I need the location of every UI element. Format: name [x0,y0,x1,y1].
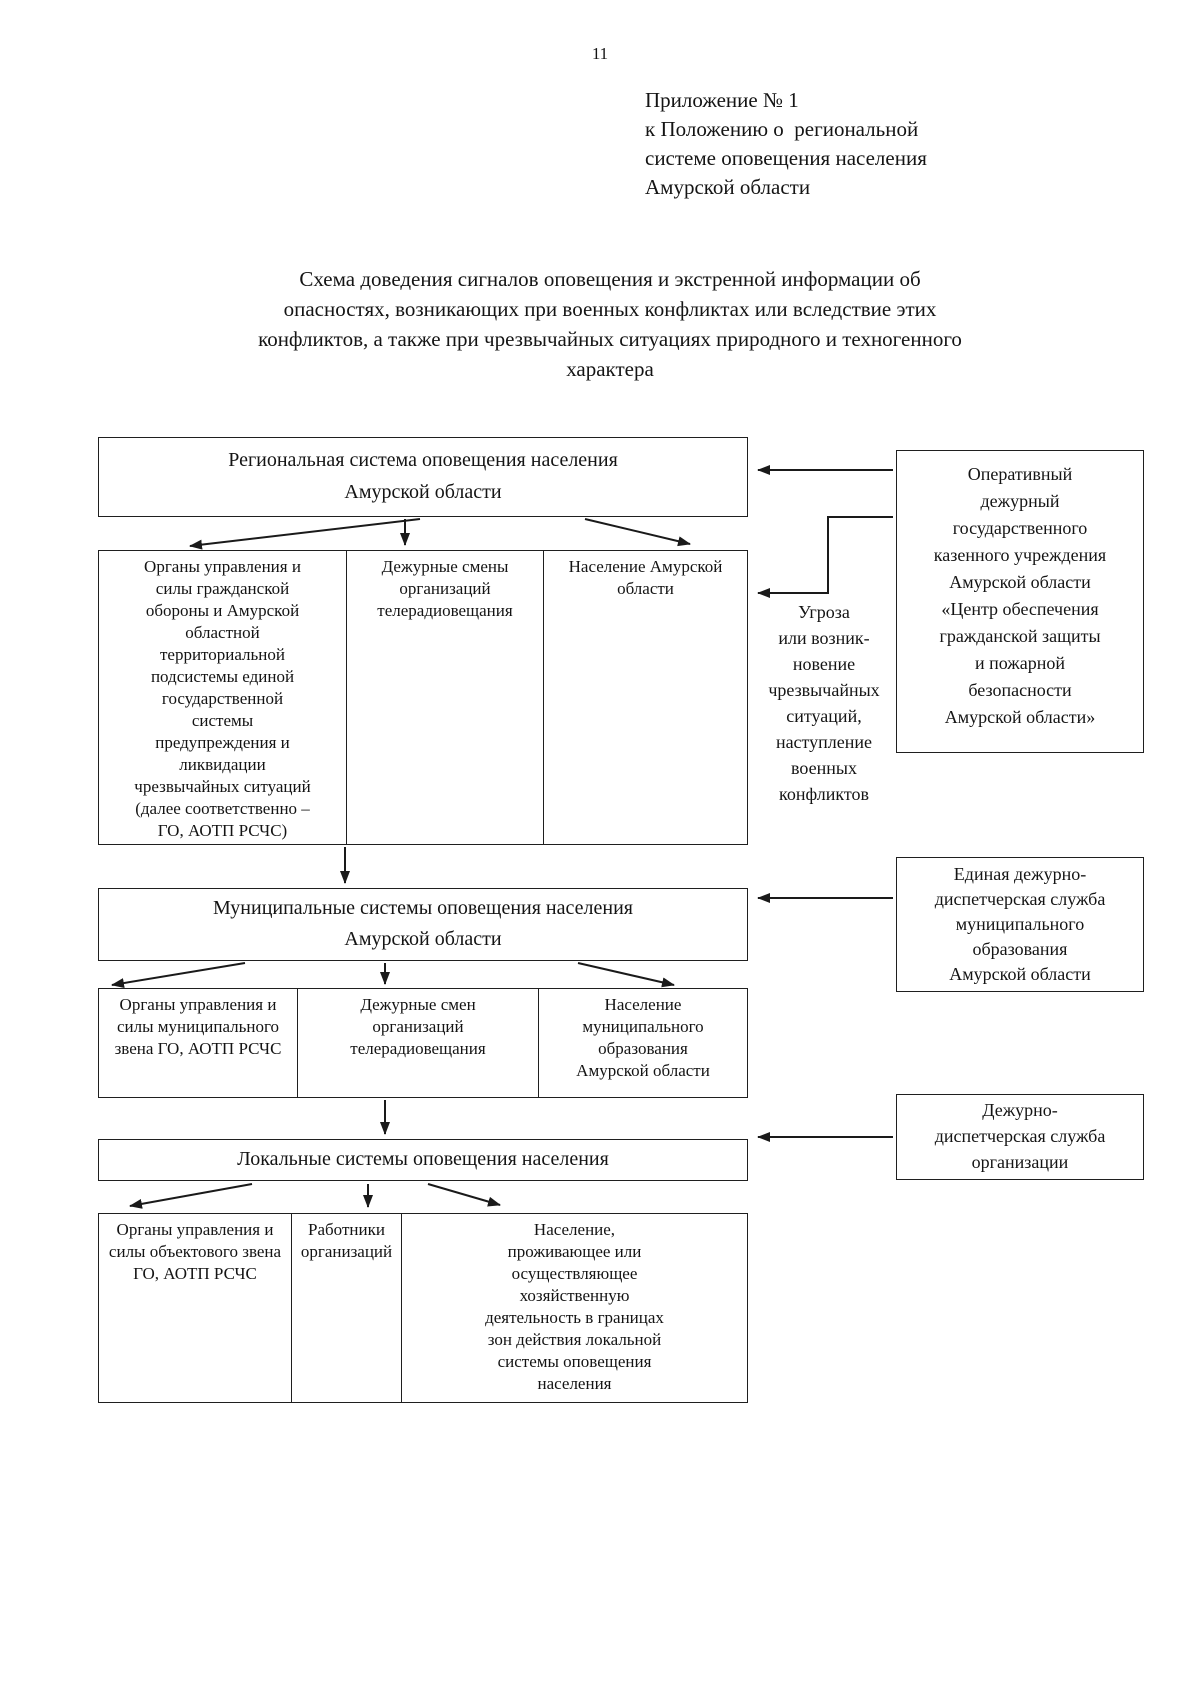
arrow-dutyofficer-to-population [757,516,893,598]
threat-note: Угроза или возник- новение чрезвычайных … [768,602,880,804]
arrow-municipal-to-go-forces [111,962,246,988]
local-cell-go-forces: Органы управления и силы объектового зве… [108,1220,282,1283]
municipal-cell-go-forces: Органы управления и силы муниципального … [114,995,282,1058]
regional-cell-population: Население Амурской области [543,551,747,844]
arrow-regional-to-go-forces [189,518,421,550]
local-cell-workers: Работники организаций [291,1214,401,1402]
page-number: 11 [591,44,609,63]
dds-organization-box: Дежурно- диспетчерская служба организаци… [896,1094,1144,1180]
municipal-cell-broadcast: Дежурные смен организаций телерадиовещан… [297,989,538,1097]
scheme-title: Схема доведения сигналов оповещения и эк… [258,267,962,381]
arrow-local-to-population [427,1183,501,1207]
municipal-cell-population: Население муниципального образования Аму… [538,989,747,1097]
regional-cell-broadcast: Дежурные смены организаций телерадиовеща… [346,551,543,844]
local-system-box: Локальные системы оповещения населения [98,1139,748,1181]
regional-cell-go-forces: Органы управления и силы гражданской обо… [134,557,311,840]
edds-box: Единая дежурно- диспетчерская служба мун… [896,857,1144,992]
regional-system-box: Региональная система оповещения населени… [98,437,748,517]
annex-line: системе оповещения населения [645,146,927,170]
municipal-system-box: Муниципальные системы оповещения населен… [98,888,748,961]
annex-line: к Положению о региональной [645,117,919,141]
municipal-cells-group: Органы управления и силы муниципального … [98,988,748,1098]
local-cells-group: Органы управления и силы объектового зве… [98,1213,748,1403]
regional-cells-group: Органы управления и силы гражданской обо… [98,550,748,845]
arrow-municipal-to-population [577,962,675,988]
local-cell-population: Население, проживающее или осуществляюще… [401,1214,747,1402]
arrow-regional-to-population [584,518,691,547]
duty-officer-box: Оперативный дежурный государственного ка… [896,450,1144,753]
annex-block: Приложение № 1 к Положению о регионально… [645,86,1105,202]
annex-line: Амурской области [645,175,811,199]
annex-line: Приложение № 1 [645,88,799,112]
arrow-local-to-go-forces [129,1183,253,1209]
